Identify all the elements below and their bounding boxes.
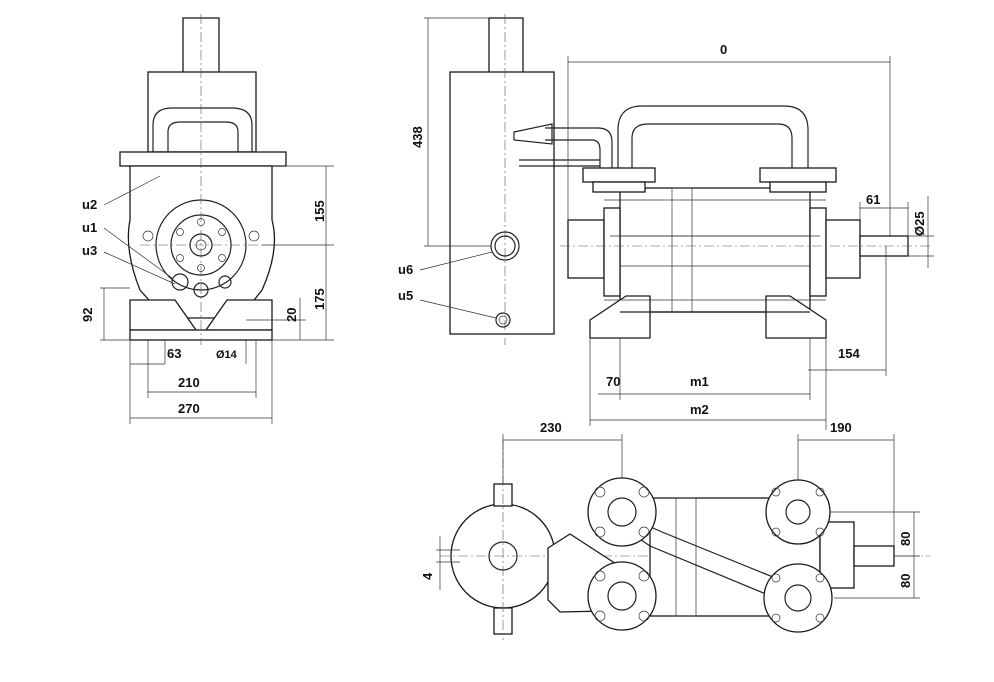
front-casing [127, 165, 276, 319]
side-end-cap-left [567, 219, 605, 279]
dim-70: 70 [606, 374, 620, 389]
front-flange [119, 151, 287, 167]
side-pump-casing [619, 187, 811, 313]
dim-61: 61 [866, 192, 880, 207]
label-u6: u6 [398, 262, 413, 277]
label-u5: u5 [398, 288, 413, 303]
top-flange-outlet [763, 563, 833, 633]
dim-4: 4 [420, 572, 435, 580]
top-view: 230 190 4 80 80 [420, 420, 930, 640]
side-foot-left [589, 295, 651, 339]
dim-20: 20 [284, 308, 299, 322]
dim-m1: m1 [690, 374, 709, 389]
dim-155: 155 [312, 200, 327, 222]
label-u1: u1 [82, 220, 97, 235]
top-shaft [853, 545, 895, 567]
top-flange-left [587, 561, 657, 631]
front-pipe-inner [167, 121, 239, 152]
side-inlet-pipe [545, 127, 613, 168]
side-view: u6 u5 438 0 61 Ø25 154 70 m1 [398, 14, 934, 430]
dim-63: 63 [167, 346, 181, 361]
side-transfer-pipe [617, 105, 809, 168]
dim-hole-d14: Ø14 [216, 349, 238, 361]
label-u3: u3 [82, 243, 97, 258]
dim-80-upper: 80 [898, 532, 913, 546]
dim-92: 92 [80, 308, 95, 322]
front-separator-box [147, 71, 257, 153]
side-flange-right [759, 167, 837, 183]
dim-438: 438 [410, 126, 425, 148]
dim-m2: m2 [690, 402, 709, 417]
dim-80-lower: 80 [898, 574, 913, 588]
dim-d25: Ø25 [912, 211, 927, 236]
dim-210: 210 [178, 375, 200, 390]
top-flange-right-top [765, 479, 831, 545]
side-foot-right [765, 295, 827, 339]
top-flange-inlet [587, 477, 657, 547]
dim-230: 230 [540, 420, 562, 435]
top-flange-bolts [594, 486, 825, 623]
side-port-u5 [495, 312, 511, 328]
dim-190: 190 [830, 420, 852, 435]
side-tank-pipe [488, 17, 524, 75]
dim-154: 154 [838, 346, 860, 361]
front-pipe-outer [152, 107, 253, 152]
dim-175: 175 [312, 288, 327, 310]
front-port-u3 [171, 273, 189, 291]
dim-0: 0 [720, 42, 727, 57]
dim-270: 270 [178, 401, 200, 416]
label-u2: u2 [82, 197, 97, 212]
side-end-cap-right [825, 219, 861, 279]
side-separator-tank [449, 71, 555, 335]
side-flange-left [582, 167, 656, 183]
front-view: u2 u1 u3 63 Ø14 210 270 92 155 175 20 [80, 14, 334, 424]
